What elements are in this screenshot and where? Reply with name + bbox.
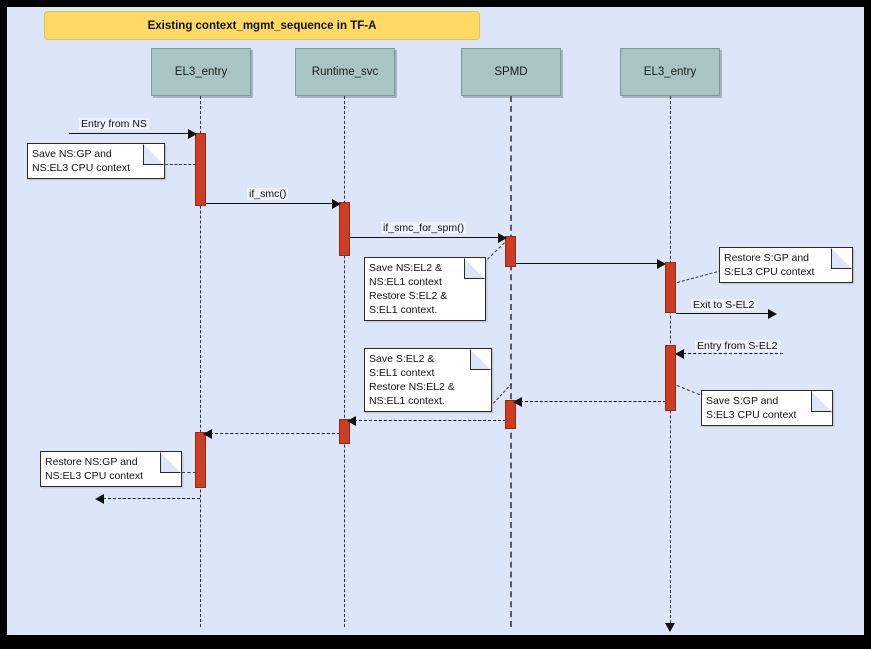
note-line: S:EL1 context. xyxy=(369,304,438,316)
note-connector-1 xyxy=(165,164,196,165)
lifeline-runtime-svc xyxy=(344,96,345,627)
note-save-ns-el2: Save NS:EL2 & NS:EL1 context Restore S:E… xyxy=(364,257,486,321)
activation-el3-entry-left-2 xyxy=(195,432,206,488)
message-if-smc-label: if_smc() xyxy=(247,188,289,200)
activation-spmd-1 xyxy=(505,236,516,267)
participant-label: EL3_entry xyxy=(174,66,228,78)
note-line: S:EL3 CPU context xyxy=(724,266,815,278)
message-entry-from-sel2-arrow-icon xyxy=(675,348,684,359)
message-exit-to-sel2-line xyxy=(676,313,770,314)
return-spmd-to-runtime-svc-line xyxy=(354,420,506,421)
message-if-smc-for-spm-label: if_smc_for_spm() xyxy=(381,222,467,234)
participant-runtime-svc[interactable]: Runtime_svc xyxy=(295,48,395,96)
message-if-smc-arrow-icon xyxy=(332,198,341,209)
participant-label: Runtime_svc xyxy=(311,66,379,78)
message-entry-from-sel2-label: Entry from S-EL2 xyxy=(695,340,780,352)
message-exit-to-sel2-arrow-icon xyxy=(768,308,777,319)
participant-el3-entry-left[interactable]: EL3_entry xyxy=(151,48,251,96)
note-line: NS:EL3 CPU context xyxy=(45,470,144,482)
message-entry-from-ns-line xyxy=(69,133,191,134)
note-restore-s-gp: Restore S:GP and S:EL3 CPU context xyxy=(719,247,853,283)
message-if-smc-line xyxy=(206,203,334,204)
lifeline-end-arrow-icon xyxy=(665,623,675,632)
note-line: Save S:EL2 & xyxy=(369,353,435,365)
note-save-s-el2: Save S:EL2 & S:EL1 context Restore NS:EL… xyxy=(364,348,492,412)
participant-label: EL3_entry xyxy=(643,66,697,78)
note-line: Save NS:GP and xyxy=(32,148,112,160)
note-line: Restore NS:GP and xyxy=(45,456,138,468)
activation-runtime-svc-2 xyxy=(339,419,350,444)
message-if-smc-for-spm-line xyxy=(350,237,499,238)
note-line: Restore NS:EL2 & xyxy=(369,381,455,393)
lifeline-el3-entry-left xyxy=(200,96,201,627)
activation-el3-entry-left-1 xyxy=(195,133,206,206)
note-restore-ns-gp: Restore NS:GP and NS:EL3 CPU context xyxy=(40,451,182,487)
note-line: NS:EL1 context. xyxy=(369,395,445,407)
note-connector-6 xyxy=(182,472,196,473)
note-save-s-gp: Save S:GP and S:EL3 CPU context xyxy=(701,390,833,426)
note-line: Save NS:EL2 & xyxy=(369,262,442,274)
note-line: Save S:GP and xyxy=(706,395,779,407)
note-line: NS:EL3 CPU context xyxy=(32,162,131,174)
note-line: S:EL1 context xyxy=(369,367,435,379)
message-entry-from-ns-arrow-icon xyxy=(188,128,197,139)
participant-label: SPMD xyxy=(494,66,528,78)
note-line: NS:EL1 context xyxy=(369,276,442,288)
return-runtime-svc-to-el3-line xyxy=(210,433,340,434)
message-exit-to-sel2-label: Exit to S-EL2 xyxy=(691,299,757,311)
note-line: S:EL3 CPU context xyxy=(706,409,797,421)
diagram-canvas: Existing context_mgmt_sequence in TF-A E… xyxy=(7,7,864,635)
activation-runtime-svc-1 xyxy=(339,202,350,256)
activation-el3-entry-right-1 xyxy=(665,262,676,313)
message-entry-from-ns-label: Entry from NS xyxy=(79,118,149,130)
note-save-ns-gp: Save NS:GP and NS:EL3 CPU context xyxy=(27,143,165,179)
note-line: Restore S:GP and xyxy=(724,252,810,264)
participant-spmd[interactable]: SPMD xyxy=(461,48,561,96)
message-spmd-to-el3-arrow-icon xyxy=(657,258,666,269)
diagram-title: Existing context_mgmt_sequence in TF-A xyxy=(44,11,480,40)
return-spmd-to-runtime-svc-arrow-icon xyxy=(347,415,356,426)
return-exit-to-ns-arrow-icon xyxy=(95,493,104,504)
return-runtime-svc-to-el3-arrow-icon xyxy=(203,428,212,439)
lifeline-spmd xyxy=(510,96,512,627)
return-exit-to-ns-line xyxy=(103,498,200,499)
note-connector-2 xyxy=(487,242,505,260)
message-entry-from-sel2-line xyxy=(683,353,783,354)
note-line: Restore S:EL2 & xyxy=(369,290,448,302)
return-el3-to-spmd-line xyxy=(520,401,666,402)
activation-spmd-2 xyxy=(505,400,516,429)
activation-el3-entry-right-2 xyxy=(665,345,676,411)
note-connector-3 xyxy=(677,270,722,283)
message-if-smc-for-spm-arrow-icon xyxy=(498,232,507,243)
participant-el3-entry-right[interactable]: EL3_entry xyxy=(620,48,720,96)
message-spmd-to-el3-line xyxy=(516,263,659,264)
return-el3-to-spmd-arrow-icon xyxy=(513,396,522,407)
